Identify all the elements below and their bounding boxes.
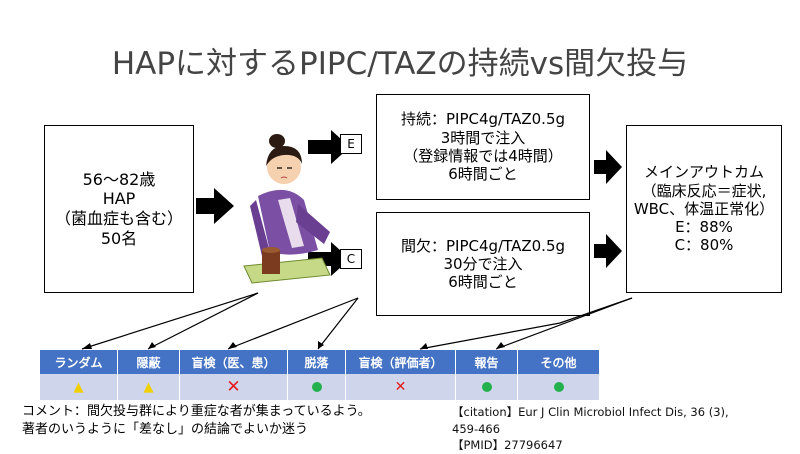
continuous-drug: 持続：PIPC4g/TAZ0.5g xyxy=(400,110,566,129)
cell-blinding-doctor-patient: ✕ xyxy=(180,374,288,400)
patients-age: 56～82歳 xyxy=(82,169,156,189)
triangle-icon: ▲ xyxy=(73,379,84,395)
cross-icon: ✕ xyxy=(226,377,241,397)
cell-blinding-assessor: ✕ xyxy=(346,374,456,400)
table-header-row: ランダム 隠蔽 盲検（医、患） 脱落 盲検（評価者） 報告 その他 xyxy=(40,350,600,374)
outcome-heading: メインアウトカム xyxy=(643,163,764,182)
arrow-to-continuous xyxy=(308,130,350,164)
slide-title: HAPに対するPIPC/TAZの持続vs間欠投与 xyxy=(111,46,689,82)
circle-icon xyxy=(553,382,564,392)
citation-line-2: 459-466 xyxy=(452,421,501,436)
header-other: その他 xyxy=(518,350,600,374)
intermittent-infusion: 30分で注入 xyxy=(443,254,523,273)
header-random: ランダム xyxy=(40,350,118,374)
cell-dropout xyxy=(288,374,346,400)
patients-note: （菌血症も含む） xyxy=(54,209,183,228)
arrow-to-intermittent xyxy=(308,242,350,276)
patients-count: 50名 xyxy=(100,228,138,248)
continuous-group-box: 持続：PIPC4g/TAZ0.5g 3時間で注入 （登録情報では4時間） 6時間… xyxy=(376,94,590,200)
woman-illustration-icon xyxy=(243,134,331,284)
patients-condition: HAP xyxy=(102,189,136,209)
intermittent-group-box: 間欠：PIPC4g/TAZ0.5g 30分で注入 6時間ごと xyxy=(376,212,590,316)
citation-line-1: 【citation】Eur J Clin Microbiol Infect Di… xyxy=(452,405,729,419)
triangle-icon: ▲ xyxy=(143,379,154,395)
outcome-e-result: E：88% xyxy=(675,218,733,237)
intermittent-interval: 6時間ごと xyxy=(448,273,518,292)
cell-concealment: ▲ xyxy=(118,374,180,400)
header-reporting: 報告 xyxy=(456,350,518,374)
comment-line-1: コメント：間欠投与群により重症な者が集まっているよう。 xyxy=(22,404,371,419)
cross-icon: ✕ xyxy=(394,379,407,395)
c-group-tag: C xyxy=(340,249,362,269)
outcome-c-result: C：80% xyxy=(674,236,734,255)
continuous-interval: 6時間ごと xyxy=(448,165,518,184)
intermittent-drug: 間欠：PIPC4g/TAZ0.5g xyxy=(400,236,566,255)
cell-other xyxy=(518,374,600,400)
continuous-registry-note: （登録情報では4時間） xyxy=(403,147,563,165)
header-blinding-doctor-patient: 盲検（医、患） xyxy=(180,350,288,374)
table-row: ▲ ▲ ✕ ✕ xyxy=(40,374,600,400)
cell-reporting xyxy=(456,374,518,400)
arrow-continuous-to-outcome xyxy=(594,150,622,184)
cell-random: ▲ xyxy=(40,374,118,400)
outcome-definition-2: WBC、体温正常化） xyxy=(633,199,775,218)
arrow-intermittent-to-outcome xyxy=(594,234,622,268)
outcome-definition-1: （臨床反応＝症状, xyxy=(641,181,767,200)
circle-icon xyxy=(481,382,492,392)
risk-of-bias-table: ランダム 隠蔽 盲検（医、患） 脱落 盲検（評価者） 報告 その他 ▲ ▲ ✕ … xyxy=(40,350,600,400)
header-concealment: 隠蔽 xyxy=(118,350,180,374)
citation-pmid: 【PMID】27796647 xyxy=(452,438,563,453)
citation-text: 【citation】Eur J Clin Microbiol Infect Di… xyxy=(452,404,729,454)
comment-line-2: 著者のいうように「差なし」の結論でよいか迷う xyxy=(22,422,309,438)
outcome-box: メインアウトカム （臨床反応＝症状, WBC、体温正常化） E：88% C：80… xyxy=(626,125,782,293)
e-group-tag: E xyxy=(340,134,362,154)
circle-icon xyxy=(311,382,322,392)
patients-box: 56～82歳 HAP （菌血症も含む） 50名 xyxy=(44,125,194,293)
comment-text: コメント：間欠投与群により重症な者が集まっているよう。 著者のいうように「差なし… xyxy=(22,403,371,439)
header-dropout: 脱落 xyxy=(288,350,346,374)
header-blinding-assessor: 盲検（評価者） xyxy=(346,350,456,374)
arrow-patients-to-randomizer xyxy=(196,188,234,224)
continuous-infusion: 3時間で注入 xyxy=(440,128,526,147)
